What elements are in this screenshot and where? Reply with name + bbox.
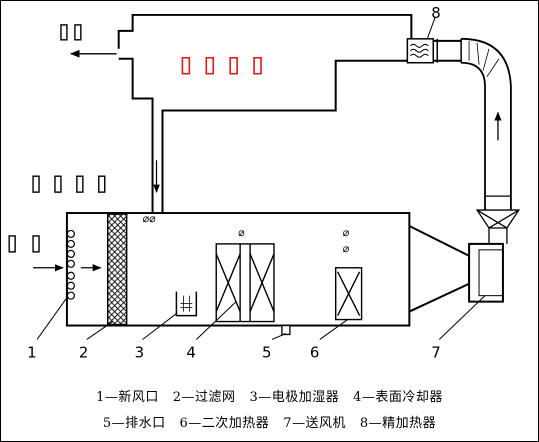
secondary-heater xyxy=(335,267,363,321)
label-1: 1 xyxy=(27,343,37,361)
flexible-connector xyxy=(475,209,521,229)
label-6: 6 xyxy=(310,343,320,361)
svg-text:⌀: ⌀ xyxy=(343,226,350,239)
label-5: 5 xyxy=(262,343,272,361)
supply-fan xyxy=(468,242,504,303)
label-2: 2 xyxy=(79,343,89,361)
label-3: 3 xyxy=(135,343,145,361)
damper-symbol: ⌀⌀ xyxy=(143,212,157,225)
leader-8 xyxy=(426,16,436,39)
fresh-air-inlet-louvers xyxy=(66,229,75,300)
placeholder-boxes-mid xyxy=(32,175,106,193)
label-7: 7 xyxy=(431,343,441,361)
legend-line-1: 1—新风口 2—过滤网 3—电极加湿器 4—表面冷却器 xyxy=(96,390,443,405)
valve-symbol: ⌀ xyxy=(238,226,245,239)
duct-elbow xyxy=(461,37,512,211)
svg-text:⌀: ⌀ xyxy=(343,242,350,255)
filter-mesh xyxy=(106,213,128,326)
fine-heater-coil xyxy=(410,43,429,58)
fan-transition xyxy=(408,225,471,313)
main-air-handler-casing xyxy=(65,212,411,327)
placeholder-boxes-red xyxy=(181,56,262,75)
label-8: 8 xyxy=(431,4,441,22)
legend-line-2: 5—排水口 6—二次加热器 7—送风机 8—精加热器 xyxy=(102,416,437,431)
fine-heater xyxy=(406,38,435,64)
surface-cooler xyxy=(215,243,275,323)
label-4: 4 xyxy=(186,343,196,361)
placeholder-boxes-exhaust xyxy=(60,24,82,41)
electrode-humidifier xyxy=(175,291,198,317)
placeholder-boxes-inlet xyxy=(8,235,40,253)
drain-outlet xyxy=(281,324,291,336)
leader-lines xyxy=(36,295,486,340)
